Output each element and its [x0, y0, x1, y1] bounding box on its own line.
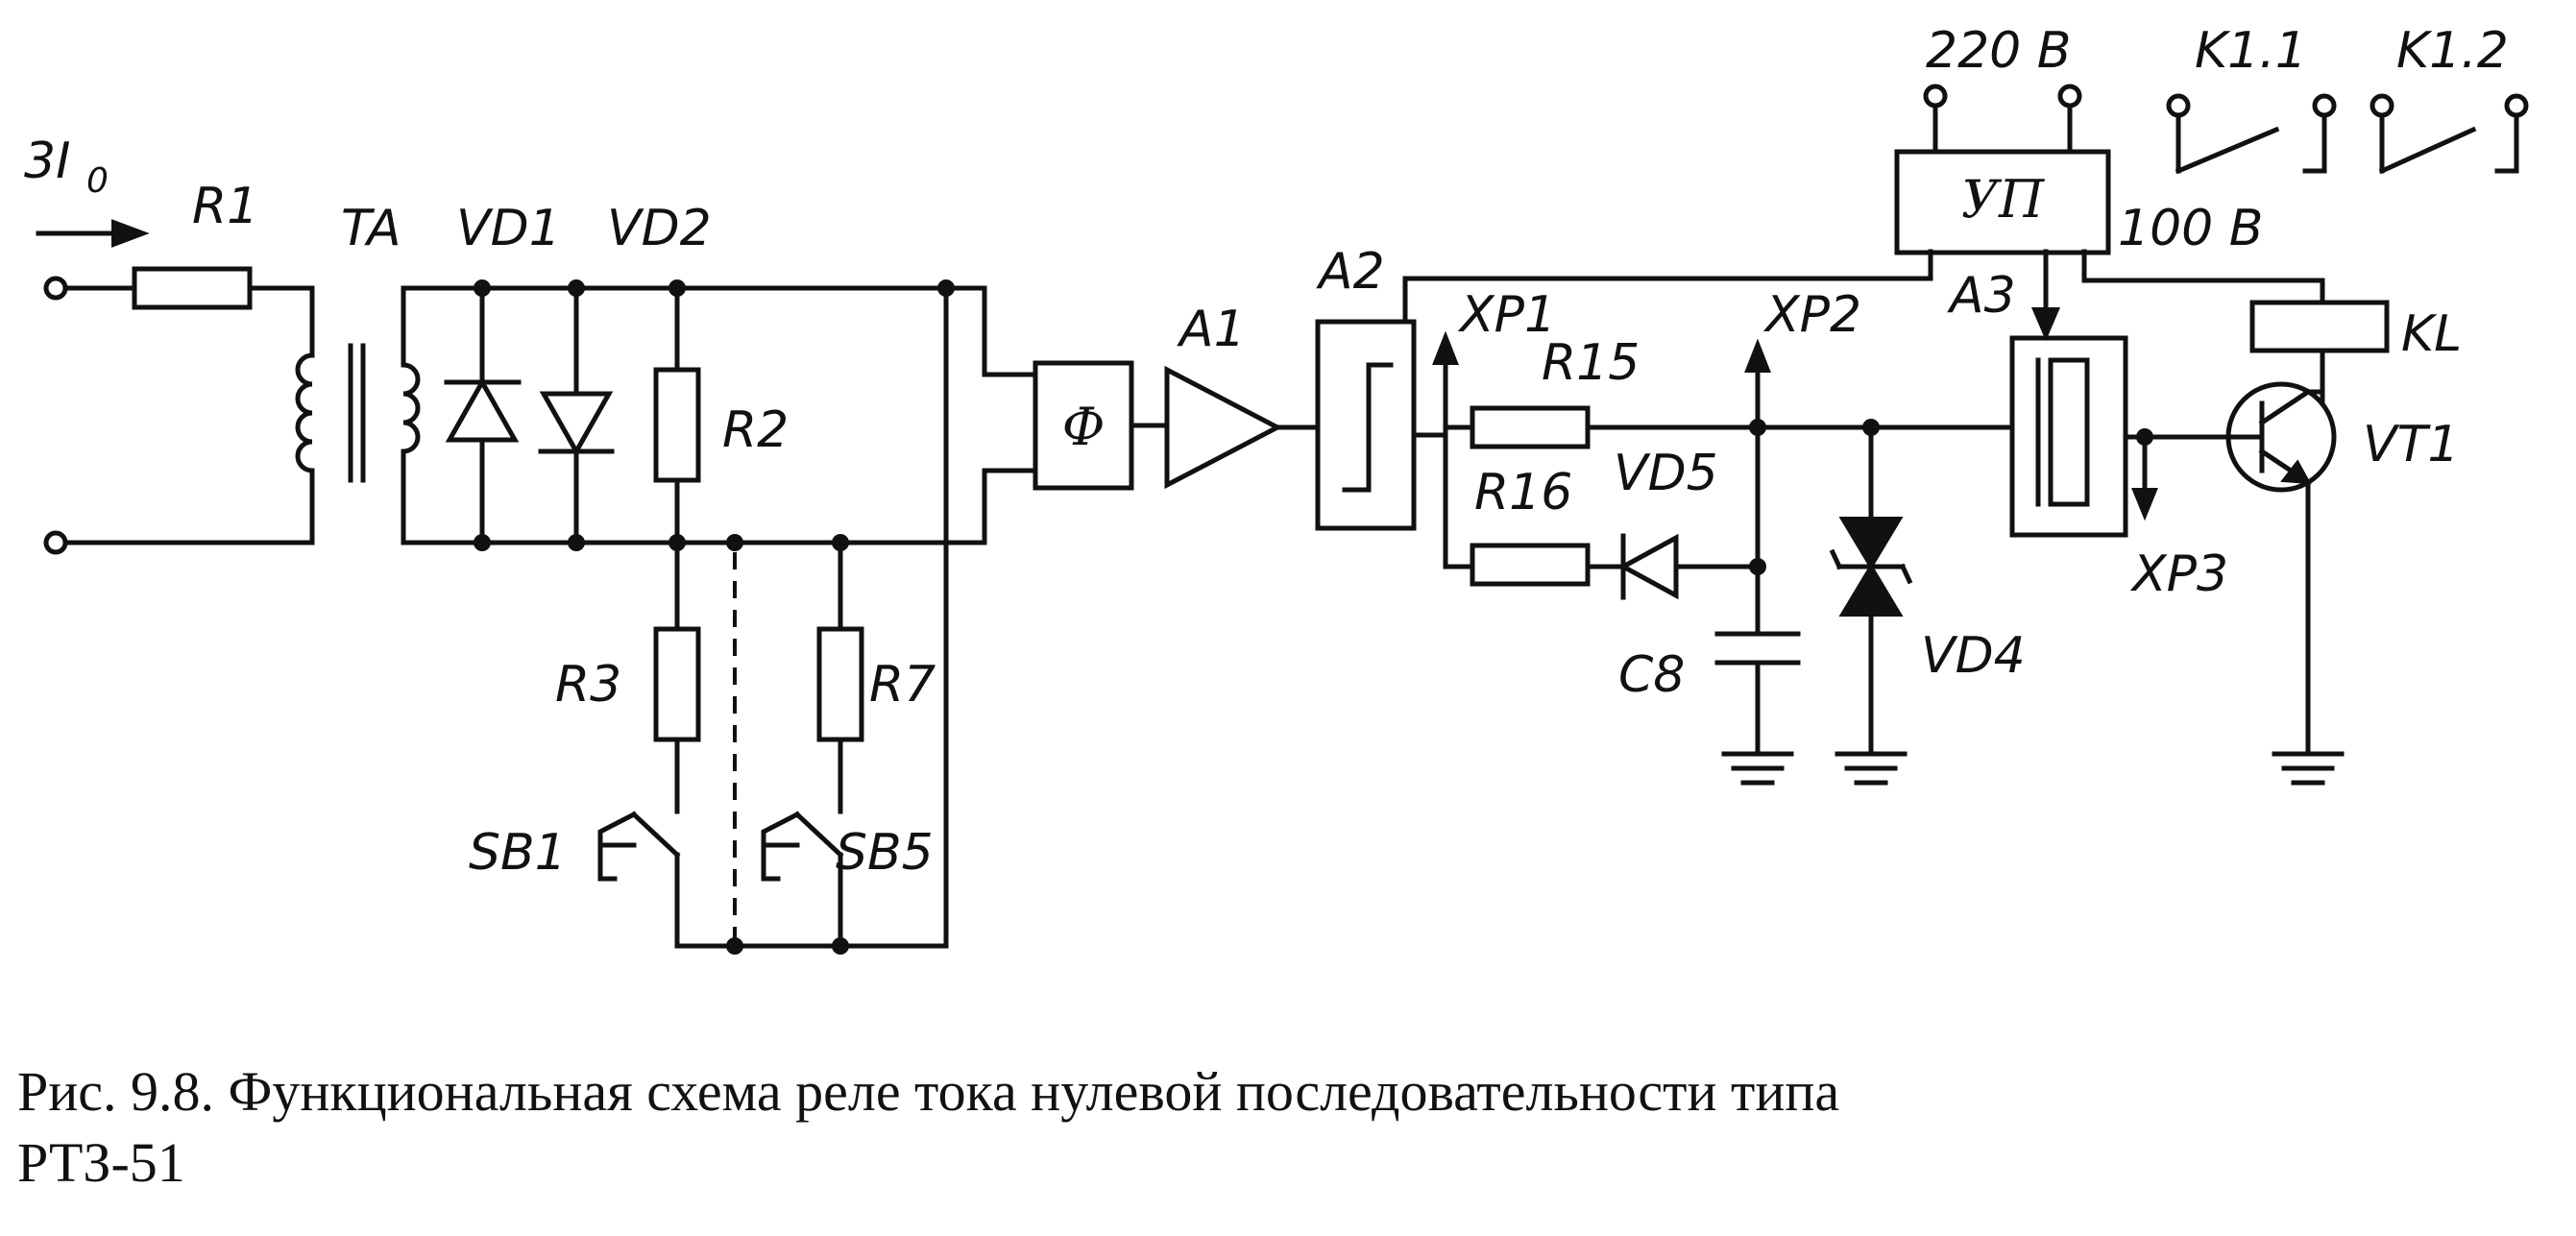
r7-label: R7 — [869, 656, 936, 714]
r15-label: R15 — [1542, 334, 1640, 392]
resistor-r3 — [653, 540, 701, 814]
caption-line-2: РТЗ-51 — [17, 1131, 185, 1194]
xp3-label: XP3 — [2129, 545, 2228, 603]
r2-label: R2 — [722, 401, 789, 459]
k12-label: K1.2 — [2396, 22, 2509, 80]
contact-k12 — [2369, 93, 2529, 175]
button-sb5 — [761, 811, 844, 949]
sb1-label: SB1 — [469, 824, 567, 882]
diode-vd2 — [538, 285, 615, 545]
vd5-label: VD5 — [1614, 445, 1718, 502]
r16-label: R16 — [1474, 464, 1572, 521]
resistor-r7 — [816, 540, 864, 814]
vd2-label: VD2 — [607, 200, 712, 257]
kl-label: KL — [2401, 305, 2462, 363]
a2-label: A2 — [1316, 243, 1385, 301]
input-current-subscript: 0 — [86, 161, 109, 201]
ta-label: TA — [341, 200, 401, 257]
diode-vd5 — [1617, 533, 1679, 600]
transistor-vt1 — [2225, 381, 2337, 757]
filter-label: Ф — [1062, 397, 1106, 457]
xp1-label: XP1 — [1457, 286, 1556, 344]
input-current-arrow — [36, 219, 150, 248]
r1-label: R1 — [192, 178, 258, 235]
k11-label: K1.1 — [2195, 22, 2307, 80]
vd1-label: VD1 — [456, 200, 561, 257]
a3-label: A3 — [1947, 267, 2016, 325]
resistor-r15 — [1470, 405, 1591, 449]
vd4-label: VD4 — [1921, 627, 2026, 685]
comparator-a2 — [1315, 319, 1417, 531]
up-label: УП — [1961, 169, 2045, 230]
contact-k11 — [2166, 93, 2337, 175]
amplifier-a1 — [1164, 365, 1283, 490]
v220-label: 220 В — [1926, 22, 2071, 80]
transformer-ta — [295, 285, 421, 545]
sb5-label: SB5 — [836, 824, 934, 882]
resistor-r1 — [132, 266, 253, 310]
input-terminals — [43, 276, 315, 555]
ground-vt1-icon — [2272, 751, 2345, 786]
block-a3 — [2009, 335, 2128, 538]
relay-coil-kl — [2249, 300, 2390, 353]
vt1-label: VT1 — [2363, 416, 2459, 473]
v100-label: 100 В — [2118, 200, 2263, 257]
caption-line-1: Рис. 9.8. Функциональная схема реле тока… — [17, 1060, 1840, 1123]
xp2-label: XP2 — [1762, 286, 1861, 344]
diode-vd4 — [1829, 424, 1913, 757]
ground-vd4-icon — [1835, 751, 1908, 786]
circuit-diagram: 3I 0 R1 TA VD1 VD2 R2 — [24, 22, 2529, 955]
capacitor-c8 — [1714, 631, 1801, 757]
diode-vd1 — [444, 285, 522, 545]
c8-label: C8 — [1618, 646, 1685, 704]
r3-label: R3 — [555, 656, 621, 714]
button-sb1 — [597, 811, 681, 949]
resistor-r2 — [653, 285, 701, 545]
a1-label: A1 — [1177, 301, 1246, 358]
input-current-label: 3I — [24, 133, 70, 190]
power-supply-up — [1894, 149, 2111, 255]
ground-c8-icon — [1721, 751, 1794, 786]
figure-caption: Рис. 9.8. Функциональная схема реле тока… — [17, 1056, 2553, 1199]
resistor-r16 — [1470, 543, 1591, 587]
